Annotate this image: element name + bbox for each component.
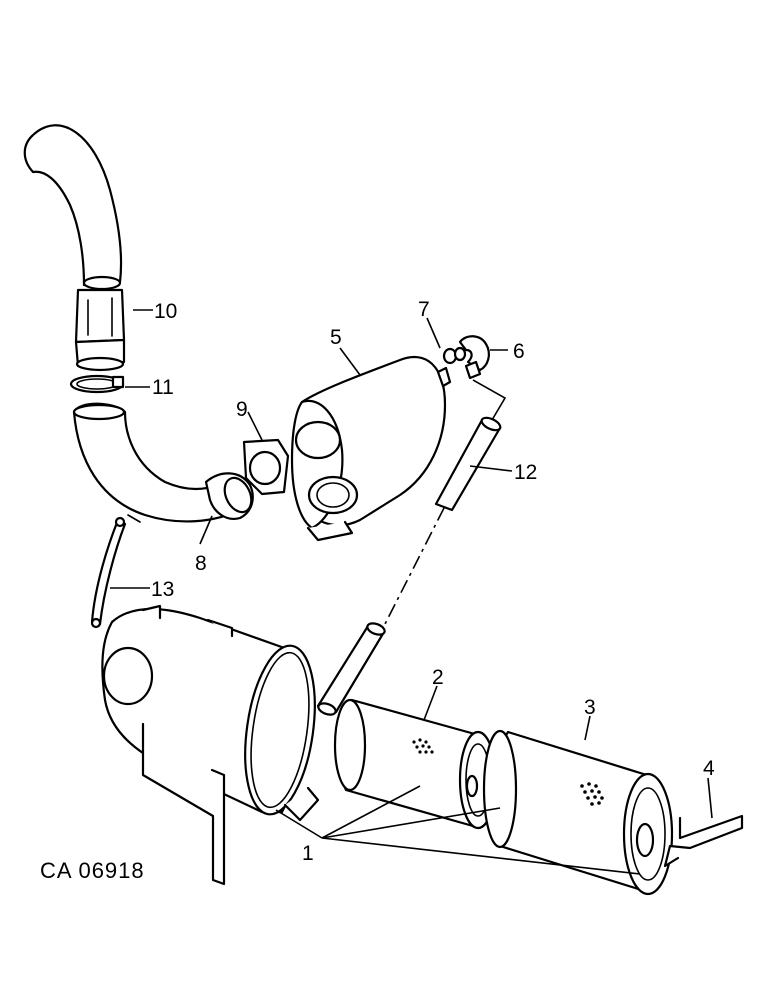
filter-mesh-pattern — [412, 738, 434, 754]
exhaust-stack-pipe — [23, 124, 126, 372]
curved-exhaust-pipe — [72, 402, 254, 523]
callout-9: 9 — [236, 398, 248, 421]
callout-6: 6 — [513, 340, 525, 363]
callout-12: 12 — [514, 461, 537, 484]
callout-3: 3 — [584, 696, 596, 719]
callout-2: 2 — [432, 666, 444, 689]
end-clip — [663, 814, 744, 868]
callout-8: 8 — [195, 552, 207, 575]
callout-11: 11 — [152, 376, 174, 399]
flange-gasket — [242, 438, 290, 496]
inner-filter-element — [333, 698, 498, 830]
air-hose — [316, 379, 507, 716]
filter-mesh-pattern-outer — [580, 782, 604, 806]
callout-7: 7 — [418, 298, 430, 321]
callout-5: 5 — [330, 326, 342, 349]
callout-1: 1 — [302, 842, 314, 865]
callout-4: 4 — [703, 757, 715, 780]
muffler — [290, 355, 452, 542]
callout-13: 13 — [151, 578, 174, 601]
air-cleaner-housing — [101, 604, 320, 886]
exhaust-clamp — [69, 374, 125, 394]
hose-clamp-small — [442, 346, 467, 365]
outer-filter-element — [482, 729, 674, 896]
callout-labels: 10 11 5 9 7 6 12 8 13 2 3 4 1 — [151, 298, 715, 865]
elbow-fitting — [458, 335, 490, 380]
callout-10: 10 — [154, 300, 177, 323]
leader-lines — [110, 309, 713, 875]
drawing-code: CA 06918 — [40, 858, 145, 883]
support-strap — [90, 516, 127, 629]
